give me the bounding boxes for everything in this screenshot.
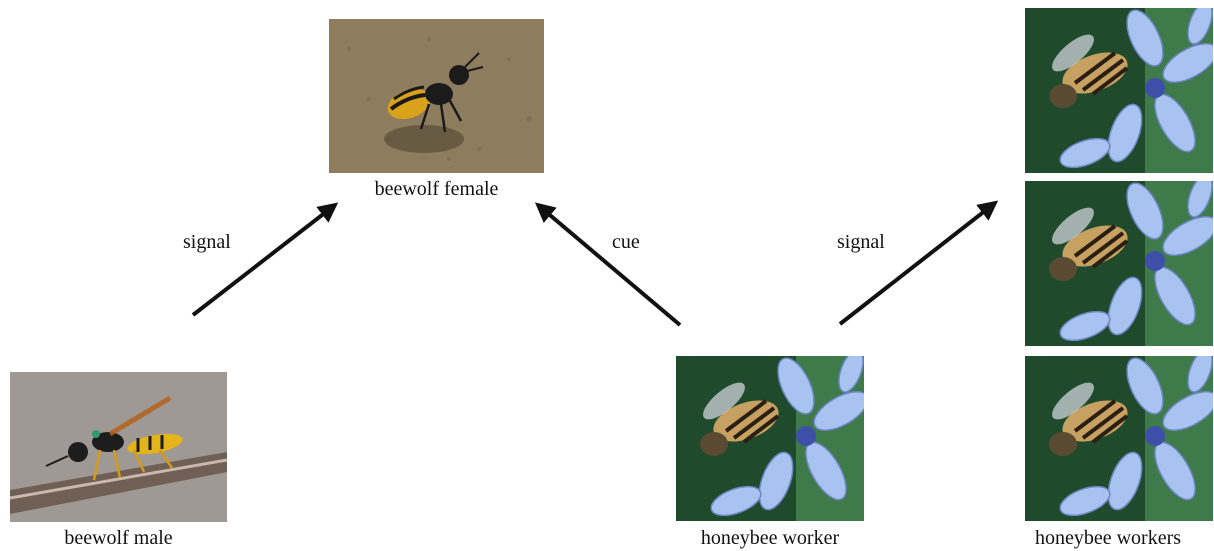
arrow-worker-to-workers: [840, 203, 995, 324]
arrow-worker-to-female: [538, 205, 680, 325]
edge-label-signal-right: signal: [837, 231, 885, 254]
honeybee-workers-caption: honeybee workers: [1004, 527, 1212, 550]
arrow-male-to-female: [193, 205, 335, 315]
honeybee-workers-photo-2: [1025, 181, 1213, 346]
beewolf-female-caption: beewolf female: [329, 178, 544, 201]
honeybee-worker-caption: honeybee worker: [660, 527, 880, 550]
honeybee-worker-photo: [676, 356, 864, 521]
honeybee-workers-photo-1: [1025, 8, 1213, 173]
honeybee-workers-photo-3: [1025, 356, 1213, 521]
edge-label-signal-left: signal: [183, 231, 231, 254]
beewolf-male-caption: beewolf male: [10, 527, 227, 550]
beewolf-male-photo: [10, 372, 227, 522]
beewolf-female-photo: [329, 19, 544, 173]
edge-label-cue: cue: [612, 231, 640, 254]
